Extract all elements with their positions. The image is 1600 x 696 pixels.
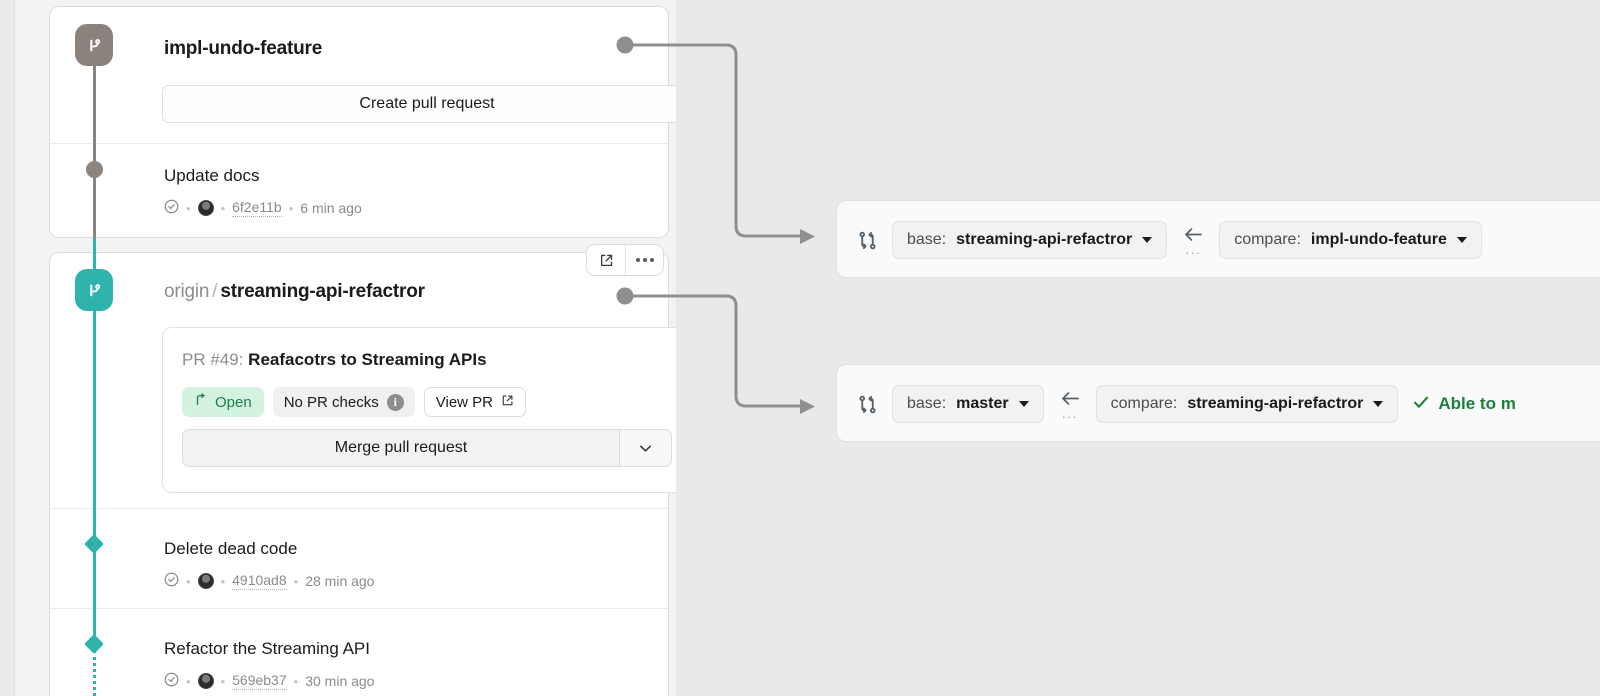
- more-options-icon[interactable]: [625, 245, 663, 275]
- merge-options-dropdown-button[interactable]: [619, 430, 671, 466]
- commit-meta: • • 4910ad8 • 28 min ago: [164, 572, 374, 590]
- commit-hash[interactable]: 6f2e11b: [232, 199, 282, 217]
- check-icon: [1412, 393, 1430, 416]
- pull-request-heading: PR #49: Reafacotrs to Streaming APIs: [182, 350, 487, 370]
- merge-pull-request-split-button: Merge pull request: [182, 429, 672, 467]
- local-branch-commit-row[interactable]: Update docs • • 6f2e11b • 6 min ago: [50, 144, 668, 237]
- base-prefix: base:: [907, 231, 947, 248]
- path-separator: /: [212, 281, 218, 302]
- view-pr-label: View PR: [435, 393, 493, 411]
- compare-branch-name: impl-undo-feature: [1310, 231, 1447, 248]
- merge-status-label: Able to m: [1438, 394, 1516, 413]
- base-branch-name: master: [956, 395, 1009, 412]
- compare-card-1-content: base: streaming-api-refactror ··· compar…: [837, 201, 1482, 279]
- chevron-down-icon: [1373, 401, 1384, 407]
- meta-separator: •: [186, 573, 191, 589]
- avatar: [197, 200, 214, 216]
- compare-branch-dropdown[interactable]: compare: streaming-api-refactror: [1095, 385, 1399, 423]
- commit-hash[interactable]: 4910ad8: [232, 572, 287, 590]
- meta-separator: •: [220, 673, 226, 689]
- avatar: [197, 673, 214, 689]
- branches-panel: impl-undo-feature Create pull request Up…: [0, 0, 692, 696]
- direction-indicator: ···: [1181, 225, 1205, 260]
- status-badge: Open: [182, 387, 264, 417]
- direction-dots: ···: [1185, 244, 1202, 260]
- direction-dots: ···: [1061, 408, 1078, 424]
- origin-commit-row-2[interactable]: Refactor the Streaming API • • 569eb37 •…: [50, 609, 668, 696]
- git-compare-icon: [857, 394, 878, 415]
- commit-meta: • • 6f2e11b • 6 min ago: [164, 199, 362, 217]
- chevron-down-icon: [1142, 237, 1153, 243]
- compare-card-1: base: streaming-api-refactror ··· compar…: [836, 200, 1600, 278]
- pull-request-open-icon: [194, 393, 208, 411]
- origin-branch-name-text: streaming-api-refactror: [220, 281, 425, 302]
- local-branch-card: impl-undo-feature Create pull request Up…: [49, 6, 692, 238]
- meta-separator: •: [220, 573, 226, 589]
- pull-request-box: PR #49: Reafacotrs to Streaming APIs Ope…: [162, 327, 692, 493]
- status-badge-label: Open: [215, 393, 252, 411]
- compare-branch-dropdown[interactable]: compare: impl-undo-feature: [1219, 221, 1482, 259]
- commit-meta: • • 569eb37 • 30 min ago: [164, 672, 374, 690]
- meta-separator: •: [293, 673, 299, 689]
- origin-branch-card: origin/streaming-api-refactror PR #49: R…: [49, 252, 692, 696]
- base-branch-dropdown[interactable]: base: master: [892, 385, 1044, 423]
- compare-branch-name: streaming-api-refactror: [1187, 395, 1364, 412]
- origin-branch-header-row: origin/streaming-api-refactror PR #49: R…: [50, 253, 692, 509]
- origin-branch-name: origin/streaming-api-refactror: [164, 281, 425, 303]
- pr-checks-badge: No PR checks i: [272, 387, 415, 417]
- commit-time: 30 min ago: [305, 673, 375, 689]
- open-external-icon: [501, 394, 514, 411]
- check-circle-icon: [164, 199, 179, 217]
- chevron-down-icon: [1018, 401, 1029, 407]
- commit-title: Refactor the Streaming API: [164, 639, 370, 658]
- git-compare-icon: [857, 230, 878, 251]
- check-circle-icon: [164, 672, 179, 690]
- meta-separator: •: [288, 200, 294, 216]
- comparison-panel: base: streaming-api-refactror ··· compar…: [676, 0, 1600, 696]
- commit-time: 28 min ago: [305, 573, 375, 589]
- remote-prefix: origin: [164, 281, 210, 302]
- pull-request-badges: Open No PR checks i View PR: [182, 387, 526, 417]
- meta-separator: •: [293, 573, 299, 589]
- origin-commit-row-1[interactable]: Delete dead code • • 4910ad8 • 28 min ag…: [50, 509, 668, 609]
- chevron-down-icon: [1456, 237, 1467, 243]
- info-icon[interactable]: i: [386, 393, 404, 411]
- compare-card-2-content: base: master ··· compare: streaming-api-…: [837, 365, 1516, 443]
- meta-separator: •: [220, 200, 226, 216]
- direction-indicator: ···: [1058, 389, 1082, 424]
- pull-request-title: Reafacotrs to Streaming APIs: [248, 350, 487, 369]
- commit-title: Update docs: [164, 166, 260, 185]
- arrow-left-icon: [1058, 389, 1082, 413]
- compare-prefix: compare:: [1234, 231, 1301, 248]
- commit-title: Delete dead code: [164, 539, 298, 558]
- arrow-left-icon: [1181, 225, 1205, 249]
- pull-request-number: PR #49:: [182, 350, 244, 369]
- branches-panel-surface: impl-undo-feature Create pull request Up…: [14, 0, 692, 696]
- pr-checks-label: No PR checks: [283, 393, 379, 411]
- meta-separator: •: [186, 673, 191, 689]
- check-circle-icon: [164, 572, 179, 590]
- view-pr-button[interactable]: View PR: [423, 387, 526, 417]
- avatar: [197, 573, 214, 589]
- local-branch-header-row: impl-undo-feature Create pull request: [50, 7, 692, 144]
- merge-pull-request-button[interactable]: Merge pull request: [183, 430, 619, 466]
- origin-card-actions: [586, 244, 664, 276]
- commit-hash[interactable]: 569eb37: [232, 672, 287, 690]
- compare-card-2: base: master ··· compare: streaming-api-…: [836, 364, 1600, 442]
- base-branch-name: streaming-api-refactror: [956, 231, 1133, 248]
- meta-separator: •: [186, 200, 191, 216]
- commit-time: 6 min ago: [300, 200, 362, 216]
- create-pull-request-button[interactable]: Create pull request: [162, 85, 692, 123]
- base-prefix: base:: [907, 395, 947, 412]
- local-branch-name: impl-undo-feature: [164, 38, 323, 59]
- base-branch-dropdown[interactable]: base: streaming-api-refactror: [892, 221, 1168, 259]
- merge-status: Able to m: [1412, 393, 1516, 416]
- open-external-icon[interactable]: [587, 245, 625, 275]
- compare-prefix: compare:: [1110, 395, 1178, 412]
